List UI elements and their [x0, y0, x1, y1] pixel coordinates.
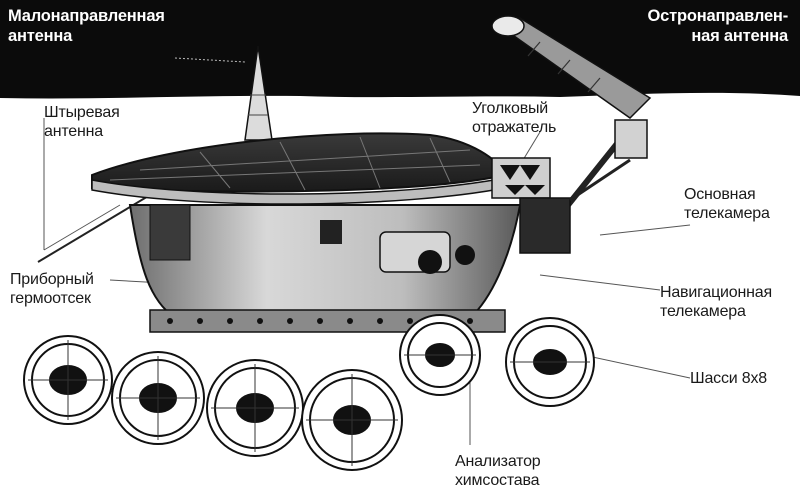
antenna-dish: [492, 16, 524, 36]
leader-nav-camera: [540, 275, 660, 290]
label-whip-antenna: Штыревая антенна: [44, 103, 120, 141]
leader-main-camera: [600, 225, 690, 235]
side-unit-left: [150, 205, 190, 260]
main-camera-housing: [520, 198, 570, 253]
label-main-camera: Основная телекамера: [684, 185, 770, 223]
label-high-gain-antenna: Остронаправлен- ная антенна: [560, 6, 788, 46]
label-chemical-analyzer: Анализатор химсостава: [455, 452, 541, 490]
label-low-gain-antenna: Малонаправленная антенна: [8, 6, 165, 46]
corner-reflector-body: [492, 158, 550, 198]
antenna-mount: [615, 120, 647, 158]
wheels: [24, 315, 594, 470]
label-navigation-camera: Навигационная телекамера: [660, 283, 772, 321]
label-corner-reflector: Уголковый отражатель: [472, 99, 556, 137]
label-instrument-compartment: Приборный гермоотсек: [10, 270, 94, 308]
leader-whip-2: [44, 205, 120, 250]
solar-lid: [92, 133, 505, 191]
side-unit-mid: [320, 220, 342, 244]
label-chassis: Шасси 8x8: [690, 369, 767, 388]
